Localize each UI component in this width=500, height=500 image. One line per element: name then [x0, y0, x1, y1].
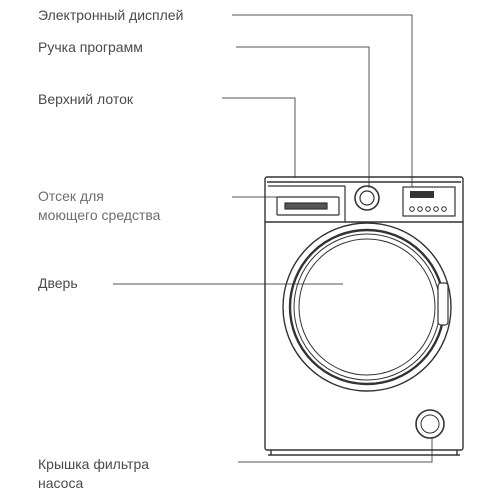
display-button [433, 206, 439, 212]
door-glass [298, 238, 436, 376]
display-button [425, 206, 431, 212]
electronic-display-panel [402, 186, 456, 217]
label-detergent-line1: Отсек для [38, 188, 104, 204]
machine-body [264, 176, 464, 451]
display-button [409, 206, 415, 212]
leader-line-filter [238, 438, 433, 463]
leader-line-display [232, 14, 413, 187]
pump-filter-cover [415, 409, 445, 439]
door-ring-2 [288, 228, 446, 386]
label-filter-line2: насоса [38, 475, 84, 491]
leader-line-program-knob [236, 46, 370, 188]
label-filter-line1: Крышка фильтра [38, 456, 150, 472]
display-button [417, 206, 423, 212]
door [282, 222, 452, 392]
program-knob-icon [354, 185, 380, 211]
label-electronic-display: Электронный дисплей [38, 7, 184, 23]
display-button [441, 206, 447, 212]
door-ring-3 [293, 233, 441, 381]
label-door: Дверь [38, 275, 78, 291]
door-handle [437, 282, 449, 326]
door-outer-ring [282, 222, 452, 392]
label-top-tray: Верхний лоток [38, 91, 133, 107]
display-screen [410, 191, 434, 198]
label-detergent-line2: моющего средства [38, 207, 161, 223]
leader-line-top-tray [222, 97, 296, 178]
detergent-drawer-handle [284, 202, 328, 210]
detergent-drawer [276, 196, 340, 216]
label-program-knob: Ручка программ [38, 39, 143, 55]
